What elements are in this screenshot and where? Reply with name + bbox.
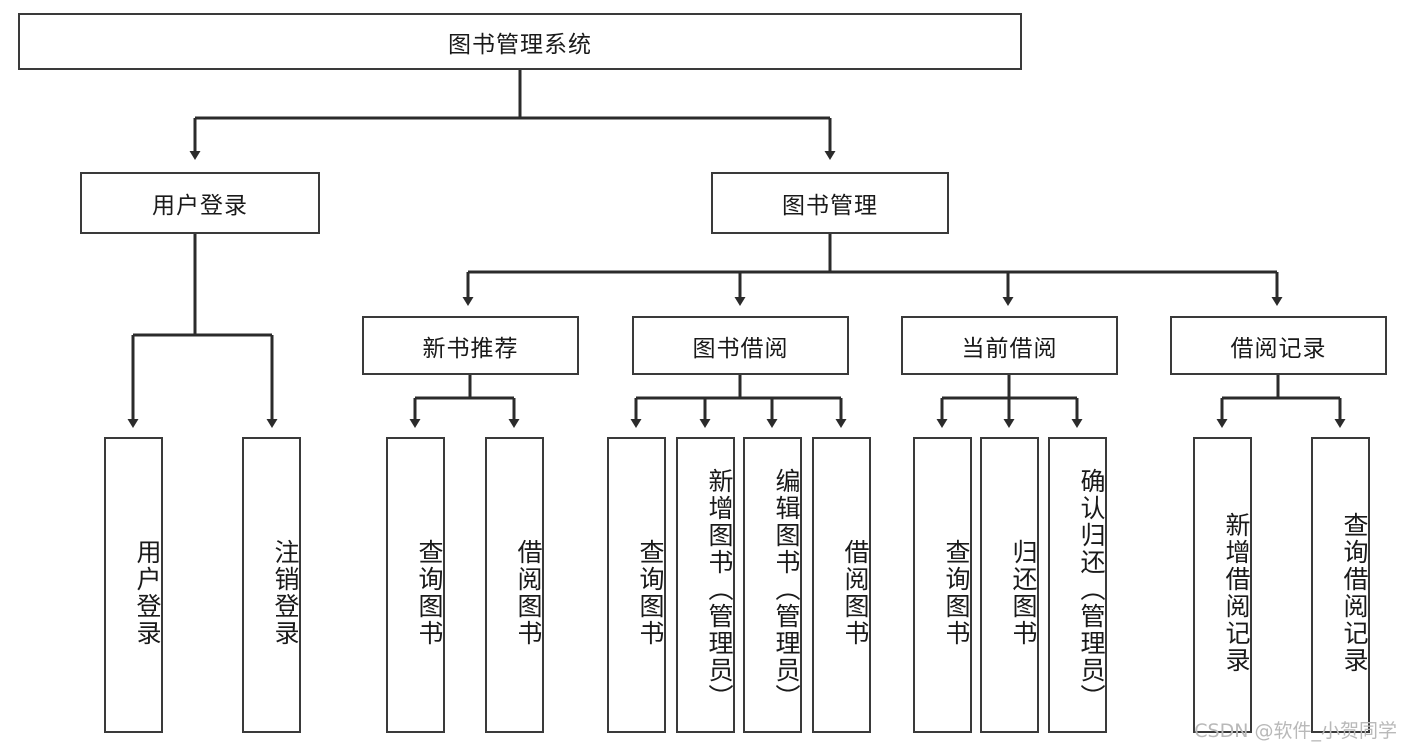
node-label: 用户登录 [133, 539, 162, 647]
node-label: 新书推荐 [422, 335, 519, 362]
node-label: 查询图书 [942, 539, 971, 647]
node-label: 图书管理 [782, 193, 878, 219]
node-user-login[interactable]: 用户登录 [80, 172, 320, 234]
leaf-user-logout[interactable]: 注销登录 [242, 437, 301, 733]
leaf-add-book-admin[interactable]: 新增图书（管理员） [676, 437, 735, 733]
node-label: 当前借阅 [961, 335, 1058, 362]
leaf-query-book-borrow[interactable]: 查询图书 [607, 437, 666, 733]
node-label: 查询图书 [415, 539, 444, 647]
leaf-borrow-book[interactable]: 借阅图书 [812, 437, 871, 733]
leaf-query-book-recommend[interactable]: 查询图书 [386, 437, 445, 733]
node-root-book-management-system[interactable]: 图书管理系统 [18, 13, 1022, 70]
node-label: 编辑图书（管理员） [772, 467, 801, 711]
node-label: 图书借阅 [692, 335, 789, 362]
node-book-borrow[interactable]: 图书借阅 [632, 316, 849, 375]
leaf-edit-book-admin[interactable]: 编辑图书（管理员） [743, 437, 802, 733]
node-book-management[interactable]: 图书管理 [711, 172, 949, 234]
node-label: 新增图书（管理员） [705, 467, 734, 711]
leaf-confirm-return-admin[interactable]: 确认归还（管理员） [1048, 437, 1107, 733]
node-borrow-record[interactable]: 借阅记录 [1170, 316, 1387, 375]
watermark-text: CSDN @软件_小贺同学 [1194, 720, 1397, 742]
node-label: 查询图书 [636, 539, 665, 647]
node-label: 图书管理系统 [448, 31, 592, 58]
leaf-query-borrow-record[interactable]: 查询借阅记录 [1311, 437, 1370, 733]
node-label: 用户登录 [152, 193, 248, 219]
node-label: 注销登录 [271, 539, 300, 647]
node-current-borrow[interactable]: 当前借阅 [901, 316, 1118, 375]
node-label: 借阅图书 [514, 539, 543, 647]
leaf-borrow-book-recommend[interactable]: 借阅图书 [485, 437, 544, 733]
node-new-book-recommend[interactable]: 新书推荐 [362, 316, 579, 375]
node-label: 查询借阅记录 [1340, 512, 1369, 674]
node-label: 确认归还（管理员） [1077, 467, 1106, 711]
leaf-user-login[interactable]: 用户登录 [104, 437, 163, 733]
leaf-query-book-current[interactable]: 查询图书 [913, 437, 972, 733]
node-label: 新增借阅记录 [1222, 512, 1251, 674]
node-label: 借阅图书 [841, 539, 870, 647]
leaf-return-book[interactable]: 归还图书 [980, 437, 1039, 733]
leaf-add-borrow-record[interactable]: 新增借阅记录 [1193, 437, 1252, 733]
node-label: 归还图书 [1009, 539, 1038, 647]
node-label: 借阅记录 [1230, 335, 1327, 362]
